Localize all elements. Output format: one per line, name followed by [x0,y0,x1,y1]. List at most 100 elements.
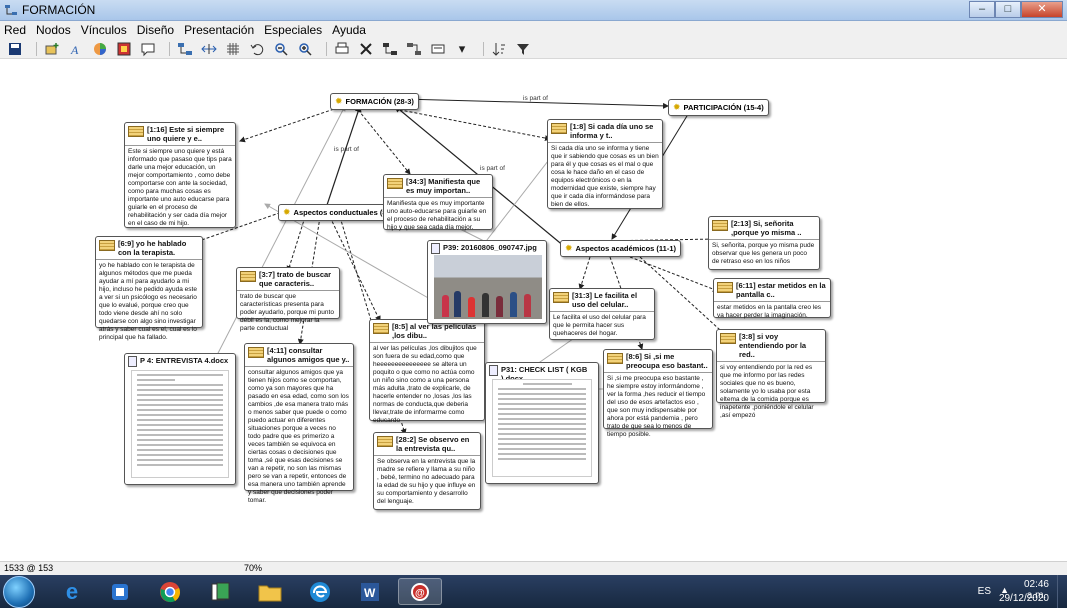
code-star-icon: ✹ [673,102,681,112]
app-network-icon [5,5,17,15]
menu-ayuda[interactable]: Ayuda [332,23,366,37]
quote-node[interactable]: [4:11] consultar algunos amigos que y.. … [244,343,354,504]
quote-node[interactable]: [1:8] Si cada día uno se informa y t.. S… [547,119,663,209]
code-star-icon: ✹ [283,207,291,217]
image-file-icon [431,243,440,254]
toolbar-separator [36,41,37,56]
quote-icon [128,126,144,137]
photo-thumbnail [434,255,542,319]
spread-icon[interactable] [200,41,218,57]
grid-icon[interactable] [224,41,242,57]
sort-icon[interactable] [490,41,508,57]
window-title: FORMACIÓN [22,3,96,17]
taskbar: e W @ ES ▲ 02:46 a.m. 29/12/2020 [0,575,1067,608]
quote-icon [551,123,567,134]
word-icon[interactable]: W [348,578,392,605]
save-icon[interactable] [6,41,24,57]
atlas-ti-icon[interactable]: @ [398,578,442,605]
clock-date[interactable]: 29/12/2020 [998,593,1049,604]
code-formacion[interactable]: ✹ FORMACIÓN (28-3) [330,93,419,110]
quote-icon [248,347,264,358]
link-label: is part of [334,146,359,153]
quote-node[interactable]: [28:2] Se observo en la entrevista qu.. … [373,432,481,510]
internet-explorer-icon[interactable]: e [65,578,79,604]
quote-node[interactable]: [1:16] Este si siempre uno quiere y e.. … [124,122,236,228]
quote-node[interactable]: [3:8] si voy entendiendo por la red.. si… [716,329,826,419]
menu-nodos[interactable]: Nodos [36,23,71,37]
new-node-icon[interactable] [43,41,61,57]
network-icon[interactable] [176,41,194,57]
svg-text:A: A [70,43,79,57]
file-explorer-icon[interactable] [248,578,292,605]
code-participacion[interactable]: ✹ PARTICIPACIÓN (15-4) [668,99,769,116]
quote-node[interactable]: [6:9] yo he hablado con la terapista. yo… [95,236,203,341]
menu-bar: Red Nodos Vínculos Diseño Presentación E… [0,21,1067,39]
link-label: is part of [523,95,548,102]
document-thumbnail [131,370,229,478]
chevron-down-icon[interactable]: ▾ [458,40,466,56]
menu-vinculos[interactable]: Vínculos [80,23,127,37]
quote-icon [377,436,393,447]
delete-icon[interactable] [357,41,375,57]
quote-node[interactable]: [34:3] Manifiesta que es muy importan.. … [383,174,493,231]
quote-icon [240,271,256,282]
edge-icon[interactable] [298,578,342,605]
font-icon[interactable]: A [67,41,85,57]
media-player-icon[interactable] [98,578,142,605]
language-indicator[interactable]: ES [977,586,991,597]
code-aspectos-academicos[interactable]: ✹ Aspectos académicos (11-1) [560,240,682,257]
quote-node[interactable]: [2:13] Si, señorita ,porque yo misma .. … [708,216,820,270]
show-desktop-button[interactable] [1057,575,1067,608]
view-icon[interactable] [429,41,447,57]
minimize-button[interactable]: – [969,1,995,18]
document-node-checklist[interactable]: P31: CHECK LIST ( KGB ).docx [485,362,599,484]
close-button[interactable]: ✕ [1021,1,1063,18]
document-node-entrevista[interactable]: P 4: ENTREVISTA 4.docx [124,353,236,485]
quote-node[interactable]: [8:5] al ver las películas ,los dibu.. a… [369,319,485,424]
toolbar-separator [483,41,484,56]
zoom-in-icon[interactable] [296,41,314,57]
maximize-button[interactable]: □ [995,1,1021,18]
filter-icon[interactable] [514,41,532,57]
network-canvas[interactable]: is part of is part of is part of ✹ FORMA… [0,59,1067,561]
zoom-out-icon[interactable] [272,41,290,57]
menu-red[interactable]: Red [4,23,27,37]
document-node-image[interactable]: P39: 20160806_090747.jpg [427,240,547,324]
menu-especiales[interactable]: Especiales [264,23,323,37]
toolbar-separator [169,41,170,56]
start-button[interactable] [3,576,35,608]
code-star-icon: ✹ [565,243,573,253]
quote-node[interactable]: [8:6] Si ,si me preocupa eso bastant.. S… [603,349,713,438]
quote-icon [607,353,623,364]
quote-node[interactable]: [31:3] Le facilita el uso del celular.. … [549,288,655,340]
print-icon[interactable] [333,41,351,57]
toolbar: A ▾ [0,39,1067,59]
layout2-icon[interactable] [405,41,423,57]
solitaire-icon[interactable] [198,578,242,605]
menu-presentacion[interactable]: Presentación [184,23,255,37]
undo-icon[interactable] [248,41,266,57]
svg-text:W: W [364,586,376,600]
chrome-icon[interactable] [148,578,192,605]
quote-icon [553,292,569,303]
code-label: Aspectos conductuales (8-1) [293,208,396,217]
link-label: is part of [480,165,505,172]
layout-icon[interactable] [381,41,399,57]
color-wheel-icon[interactable] [91,41,109,57]
clock-time[interactable]: 02:46 a.m. [1023,579,1049,601]
menu-diseno[interactable]: Diseño [136,23,175,37]
quote-node[interactable]: [3:7] trato de buscar que caracteris.. t… [236,267,340,332]
code-star-icon: ✹ [335,96,343,106]
code-aspectos-conductuales[interactable]: ✹ Aspectos conductuales (8-1) [278,204,401,221]
title-bar: FORMACIÓN – □ ✕ [0,0,1067,21]
svg-text:@: @ [415,588,425,599]
status-coordinates: 1533 @ 153 [4,563,54,573]
document-icon [128,356,137,367]
frame-icon[interactable] [115,41,133,57]
quote-node[interactable]: [6:11] estar metidos en la pantalla c.. … [713,278,831,319]
quote-icon [717,282,733,293]
document-icon [489,365,498,376]
tray-arrow-icon[interactable]: ▲ [1000,585,1009,595]
quote-icon [373,323,389,334]
comment-icon[interactable] [139,41,157,57]
